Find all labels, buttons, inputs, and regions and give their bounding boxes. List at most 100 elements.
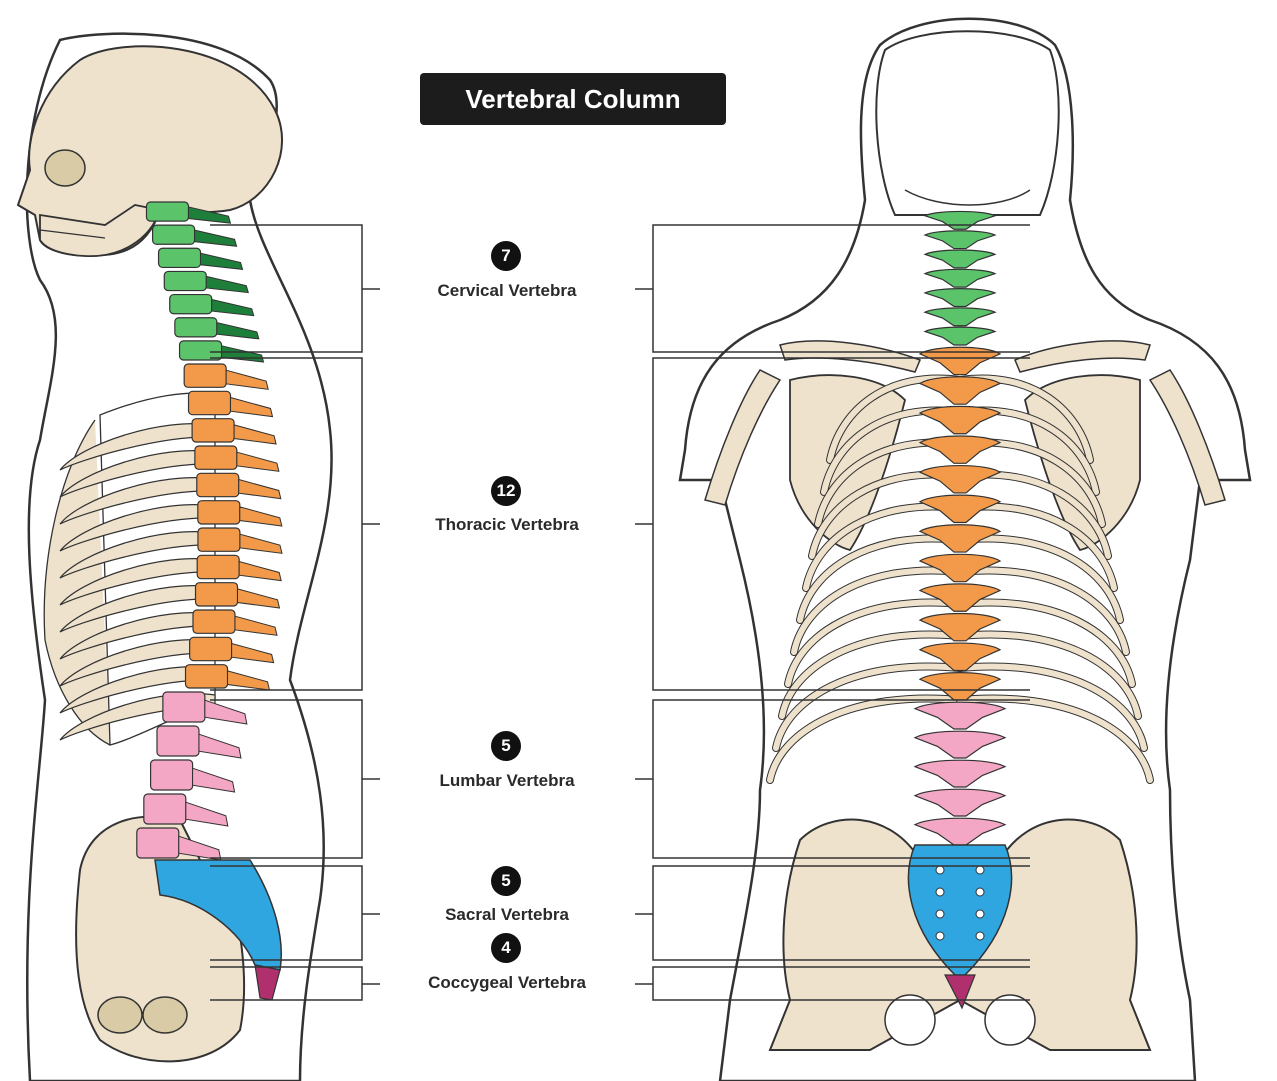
lumbar-count-badge: 5 <box>491 731 521 761</box>
cervical-back-vertebra <box>923 230 997 250</box>
right-bracket <box>635 966 1030 1001</box>
thoracic-side-vertebra <box>183 363 227 388</box>
cervical-side-vertebra <box>157 247 202 269</box>
thoracic-side-vertebra <box>196 554 240 580</box>
side-rib <box>59 585 216 633</box>
side-spine <box>136 201 283 1001</box>
cervical-back-vertebra <box>923 307 997 327</box>
back-spine <box>907 210 1013 1010</box>
back-pelvis <box>768 818 1152 1051</box>
side-view-figure <box>16 32 333 1081</box>
side-rib <box>59 450 216 498</box>
sacral-foramen <box>975 887 985 897</box>
thoracic-back-vertebra <box>918 642 1002 672</box>
cervical-label: Cervical Vertebra <box>437 281 577 300</box>
cervical-back-vertebra <box>923 249 997 269</box>
back-rib <box>791 567 963 655</box>
left-bracket <box>210 357 380 691</box>
thoracic-side-process <box>231 642 275 664</box>
thoracic-back-vertebra <box>918 612 1002 642</box>
side-rib <box>59 612 216 660</box>
back-head <box>875 30 1060 216</box>
side-eye-socket <box>44 149 86 187</box>
cervical-back-vertebra <box>923 288 997 308</box>
thoracic-side-vertebra <box>184 664 229 689</box>
cervical-back-vertebra <box>923 326 997 346</box>
coccygeal-back-shape <box>944 974 976 1010</box>
right-bracket <box>635 865 1030 961</box>
thoracic-back-vertebra <box>918 464 1002 494</box>
sacral-foramen <box>975 931 985 941</box>
side-rib <box>59 477 216 525</box>
cervical-side-vertebra <box>174 317 218 338</box>
left-bracket <box>210 224 380 353</box>
lumbar-side-vertebra <box>136 827 180 859</box>
lumbar-label: Lumbar Vertebra <box>439 771 575 790</box>
thoracic-side-process <box>233 424 277 445</box>
side-rib <box>59 639 216 687</box>
sacral-foramen <box>935 887 945 897</box>
lumbar-side-vertebra <box>149 759 194 791</box>
sacral-count-badge: 5 <box>491 866 521 896</box>
sacral-foramen <box>975 909 985 919</box>
coccygeal-count-badge: 4 <box>491 933 521 963</box>
back-rib-group <box>766 374 1154 784</box>
back-rib <box>957 695 1153 783</box>
back-view-figure <box>678 17 1252 1081</box>
cervical-side-process <box>187 206 232 224</box>
thoracic-back-vertebra <box>918 435 1002 464</box>
thoracic-side-vertebra <box>197 527 241 552</box>
thoracic-side-process <box>237 588 281 609</box>
back-rib <box>767 695 963 783</box>
thoracic-side-process <box>225 369 269 390</box>
cervical-side-process <box>194 229 238 247</box>
right-bracket <box>635 699 1030 859</box>
thoracic-side-process <box>239 506 283 527</box>
cervical-side-process <box>205 275 249 294</box>
sacral-label: Sacral Vertebra <box>445 905 569 924</box>
back-rib <box>957 599 1135 687</box>
side-rib <box>59 423 216 471</box>
cervical-side-process <box>211 298 255 317</box>
side-rib <box>59 666 216 714</box>
lumbar-back-vertebra <box>913 759 1007 788</box>
lumbar-side-vertebra <box>143 793 187 825</box>
thoracic-side-vertebra <box>197 500 241 525</box>
right-bracket <box>635 224 1030 353</box>
cervical-side-vertebra <box>151 224 196 245</box>
segment-brackets <box>210 224 1030 1001</box>
back-rib <box>773 663 963 751</box>
thoracic-side-vertebra <box>196 472 240 498</box>
side-rib <box>59 504 216 552</box>
cervical-side-vertebra <box>178 340 223 361</box>
thoracic-back-vertebra <box>918 583 1002 612</box>
thoracic-label: Thoracic Vertebra <box>435 515 579 534</box>
thoracic-side-vertebra <box>192 609 236 634</box>
back-rib <box>957 663 1147 751</box>
thoracic-side-process <box>238 478 282 500</box>
thoracic-back-vertebra <box>918 553 1002 583</box>
sacral-foramen <box>975 865 985 875</box>
thoracic-back-vertebra <box>918 405 1002 435</box>
thoracic-side-process <box>236 451 280 472</box>
thoracic-back-vertebra <box>918 524 1002 553</box>
back-right-clavicle <box>1014 340 1151 373</box>
diagram-title: Vertebral Column <box>420 73 726 125</box>
back-rib <box>797 535 963 623</box>
side-rib <box>59 531 216 579</box>
thoracic-side-process <box>238 560 282 582</box>
left-bracket <box>210 699 380 859</box>
cervical-side-vertebra <box>163 270 207 292</box>
lumbar-side-process <box>204 699 248 725</box>
thoracic-side-vertebra <box>191 418 235 443</box>
lumbar-back-vertebra <box>913 701 1007 730</box>
lumbar-side-process <box>185 801 229 827</box>
thoracic-back-vertebra <box>918 376 1002 405</box>
thoracic-side-process <box>234 615 278 636</box>
lumbar-side-vertebra <box>162 691 206 723</box>
cervical-side-vertebra <box>169 293 213 315</box>
cervical-side-process <box>216 322 260 340</box>
back-rib <box>957 567 1129 655</box>
thoracic-side-vertebra <box>187 390 232 416</box>
